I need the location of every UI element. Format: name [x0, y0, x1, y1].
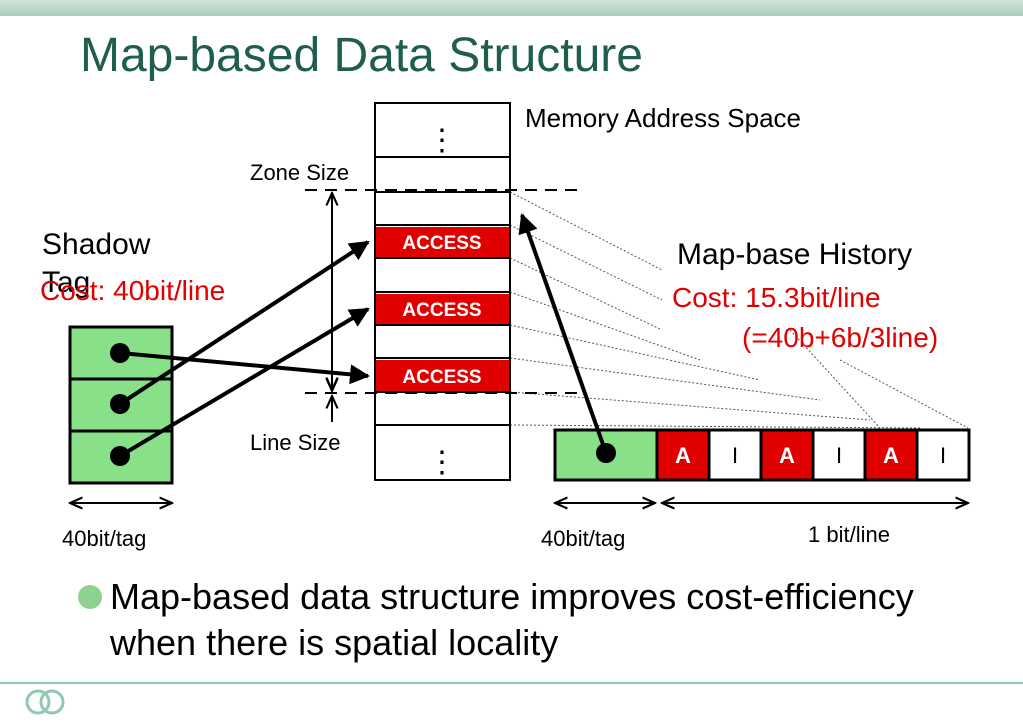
memory-column: [374, 102, 511, 481]
history-bit-cell: [863, 428, 919, 482]
history-bit-cell: [707, 428, 763, 482]
history-bit-label: I: [940, 443, 946, 468]
zone-size-label: Zone Size: [250, 160, 350, 185]
access-label: ACCESS: [402, 233, 481, 254]
projection-line: [509, 424, 921, 429]
projection-line: [509, 291, 701, 361]
projection-line: [509, 191, 663, 271]
map-history-cost-detail: (=40b+6b/3line): [742, 322, 939, 353]
access-cell: [376, 294, 509, 324]
history-bit-cell: [655, 428, 711, 482]
history-bit-label: A: [779, 443, 795, 468]
tag-arrow: [118, 307, 370, 458]
history-pointer-arrow: [518, 213, 608, 454]
projection-line: [839, 359, 969, 429]
history-bit-label: A: [675, 443, 691, 468]
bottom-rule: [0, 682, 1023, 684]
access-cell: [376, 227, 509, 257]
zone-boundaries: [305, 189, 578, 394]
access-label: ACCESS: [402, 300, 481, 321]
access-cell: [376, 360, 509, 391]
tag-arrow: [118, 240, 370, 406]
memory-address-space-label: Memory Address Space: [525, 103, 802, 133]
projection-line: [509, 224, 663, 301]
projection-line: [509, 391, 871, 421]
bitmap-width-label: 1 bit/line: [808, 522, 890, 547]
history-bit-label: I: [732, 443, 738, 468]
history-bit-cell: [811, 428, 867, 482]
tag-width-label: 40bit/tag: [62, 526, 147, 551]
shadow-tag-cost: Cost: 40bit/line: [40, 275, 226, 306]
history-bit-label: A: [883, 443, 899, 468]
map-history-cost: Cost: 15.3bit/line: [672, 282, 881, 313]
history-bit-label: I: [836, 443, 842, 468]
map-history-title: Map-base History: [677, 238, 913, 271]
shadow-tag-title: Shadow Tag: [42, 228, 151, 299]
slide-title: Map-based Data Structure: [80, 29, 643, 82]
projection-line: [509, 257, 663, 331]
top-decoration-bar: [0, 0, 1023, 16]
history-bit-cell: [915, 428, 971, 482]
logo-rings-icon: [25, 689, 65, 715]
history-tag-width-label: 40bit/tag: [541, 526, 626, 551]
projection-line: [509, 357, 821, 401]
bullet-dot-icon: [78, 585, 102, 609]
tag-arrow: [119, 351, 370, 385]
projection-line: [509, 324, 761, 381]
projection-lines: [509, 191, 969, 429]
history-bar: [553, 428, 971, 482]
tag-pointer-arrows: [118, 240, 370, 458]
access-cells: [376, 227, 509, 391]
bullet-text: Map-based data structure improves cost-e…: [110, 576, 914, 663]
ellipsis-bottom: ⋮: [427, 446, 457, 479]
line-size-label: Line Size: [250, 430, 341, 455]
ellipsis-top: ⋮: [427, 124, 457, 157]
access-label: ACCESS: [402, 367, 481, 388]
